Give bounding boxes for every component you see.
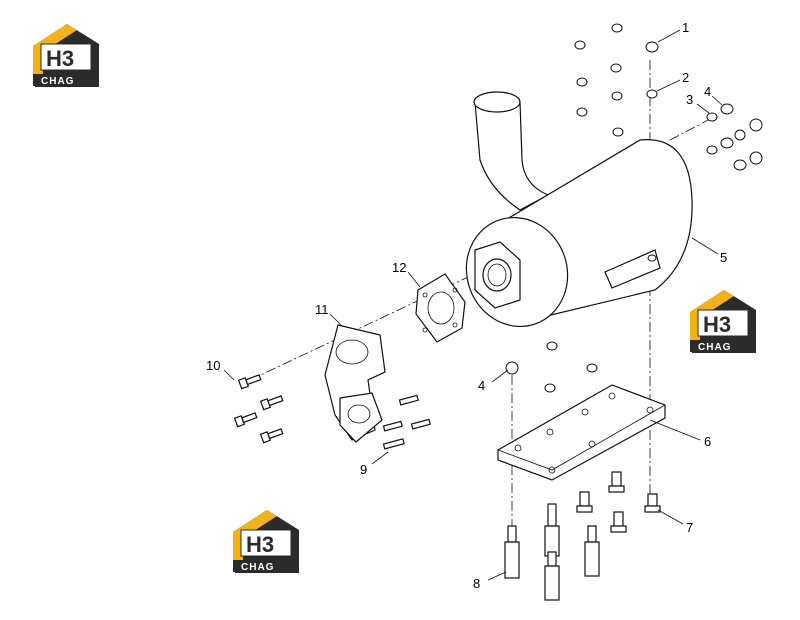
logo-top-text: H3	[46, 46, 74, 71]
logo-right: H3 CHAG	[689, 289, 757, 354]
callout-10: 10	[206, 358, 220, 373]
callout-4-lower: 4	[478, 378, 485, 393]
callout-7: 7	[686, 520, 693, 535]
logo-bottom-text: CHAG	[41, 76, 74, 87]
spacers-8	[504, 503, 600, 601]
logo-top-text: H3	[246, 532, 274, 557]
callout-3: 3	[686, 92, 693, 107]
exhaust-elbow	[324, 324, 386, 443]
callout-6: 6	[704, 434, 711, 449]
callout-5: 5	[720, 250, 727, 265]
loose-nuts-middle	[505, 341, 598, 393]
logo-bottom-left: H3 CHAG	[232, 509, 300, 574]
washer-3	[706, 112, 718, 122]
nut-4-lower	[505, 361, 519, 375]
callout-8: 8	[473, 576, 480, 591]
gasket	[415, 273, 466, 343]
logo-top-text: H3	[703, 312, 731, 337]
callout-12: 12	[392, 260, 406, 275]
mounting-plate	[497, 384, 666, 481]
callout-11: 11	[315, 302, 329, 317]
logo-bottom-text: CHAG	[241, 562, 274, 573]
logo-bottom-text: CHAG	[698, 342, 731, 353]
callout-4-top: 4	[704, 84, 711, 99]
muffler	[465, 91, 693, 328]
studs-9	[382, 394, 431, 450]
nut-4-top	[720, 103, 734, 115]
bolts-7	[576, 471, 661, 533]
bolts-10	[233, 374, 284, 444]
callout-2: 2	[682, 70, 689, 85]
callout-9: 9	[360, 462, 367, 477]
washer-2	[646, 89, 658, 99]
nut-1	[645, 41, 659, 53]
loose-nuts-top	[574, 23, 763, 171]
leader-lines	[223, 29, 723, 581]
callout-labels: 1 2 3 4 4 5 6 7 8 9 10 11 12	[206, 20, 727, 591]
logo-top-left: H3 CHAG	[32, 23, 100, 88]
callout-1: 1	[682, 20, 689, 35]
